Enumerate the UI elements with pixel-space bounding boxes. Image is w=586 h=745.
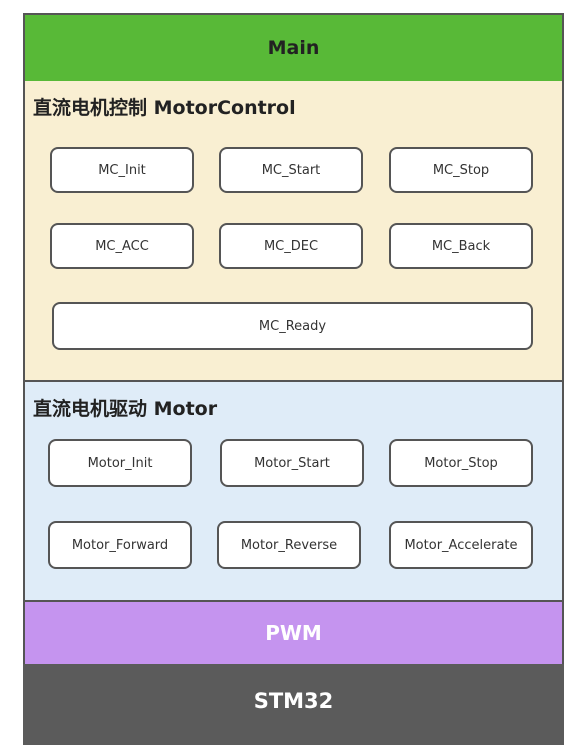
motor-init-module: Motor_Init [48,439,192,487]
stm32-label: STM32 [253,688,334,713]
mc-ready-module: MC_Ready [52,302,533,350]
motor-layer: 直流电机驱动 Motor Motor_Init Motor_Start Moto… [23,380,564,602]
stm32-layer: STM32 [23,664,564,745]
mc-back-module: MC_Back [389,223,533,269]
pwm-label: PWM [265,621,322,645]
mc-init-module: MC_Init [50,147,194,193]
motor-control-layer: 直流电机控制 MotorControl MC_Init MC_Start MC_… [23,81,564,382]
main-label: Main [267,37,320,59]
motor-start-module: Motor_Start [220,439,364,487]
motor-stop-module: Motor_Stop [389,439,533,487]
motor-accelerate-module: Motor_Accelerate [389,521,533,569]
motor-forward-module: Motor_Forward [48,521,192,569]
main-layer: Main [23,13,564,83]
motor-control-title: 直流电机控制 MotorControl [33,97,296,119]
mc-dec-module: MC_DEC [219,223,363,269]
mc-start-module: MC_Start [219,147,363,193]
mc-stop-module: MC_Stop [389,147,533,193]
mc-acc-module: MC_ACC [50,223,194,269]
pwm-layer: PWM [23,600,564,666]
motor-reverse-module: Motor_Reverse [217,521,361,569]
motor-title: 直流电机驱动 Motor [33,398,218,420]
